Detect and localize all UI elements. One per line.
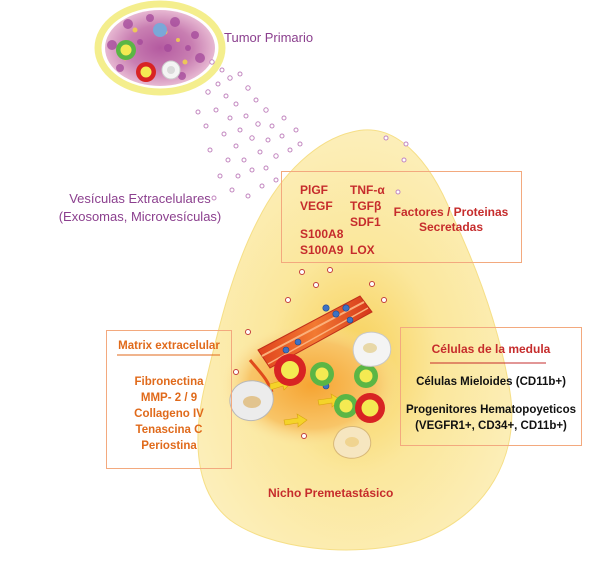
extracellular-vesicles-cloud: [195, 59, 409, 201]
celulas-progenitores-line2: (VEGFR1+, CD34+, CD11b+): [415, 420, 567, 432]
label-vesiculas-line2: (Exosomas, Microvesículas): [58, 209, 222, 224]
factor-item: LOX: [350, 243, 375, 257]
factores-title-line1: Factores / Proteinas: [393, 205, 509, 219]
factores-box: PlGF VEGF S100A8 S100A9 TNF-α TGFβ SDF1 …: [281, 171, 522, 263]
factor-item: TNF-α: [350, 183, 385, 197]
matrix-title: Matrix extracelular: [118, 340, 220, 352]
label-vesiculas-line1: Vesículas Extracelulares: [69, 191, 211, 206]
celulas-progenitores-line1: Progenitores Hematopoyeticos: [406, 404, 576, 416]
matrix-item: Periostina: [141, 440, 197, 452]
bone-marrow-cells: [274, 354, 385, 423]
stromal-cells: [229, 331, 392, 459]
matrix-item: Tenascina C: [135, 424, 203, 436]
factor-item: SDF1: [350, 215, 381, 229]
matrix-item: Collageno IV: [134, 408, 204, 420]
factor-item: TGFβ: [350, 199, 382, 213]
factores-title-line2: Secretadas: [418, 220, 484, 234]
factor-item: VEGF: [300, 199, 333, 213]
label-tumor-primario: Tumor Primario: [224, 30, 314, 45]
primary-tumor-illustration: [94, 0, 226, 96]
factor-item: S100A8: [300, 227, 344, 241]
label-nicho-premetastasico: Nicho Premetastásico: [268, 486, 394, 500]
factores-col2: TNF-α TGFβ SDF1 LOX: [350, 182, 385, 258]
matrix-box: Matrix extracelular Fibronectina MMP- 2 …: [106, 330, 232, 469]
celulas-mieloides: Células Mieloides (CD11b+): [416, 376, 566, 388]
celulas-box: Células de la medula Células Mieloides (…: [400, 327, 582, 446]
matrix-item: Fibronectina: [134, 376, 204, 388]
celulas-title: Células de la medula: [431, 342, 551, 356]
factores-col1: PlGF VEGF S100A8 S100A9: [300, 182, 343, 258]
matrix-item: MMP- 2 / 9: [140, 392, 198, 404]
factor-item: PlGF: [300, 183, 329, 197]
factor-item: S100A9: [300, 243, 344, 257]
matrix-items: Fibronectina MMP- 2 / 9 Collageno IV Ten…: [107, 374, 231, 454]
